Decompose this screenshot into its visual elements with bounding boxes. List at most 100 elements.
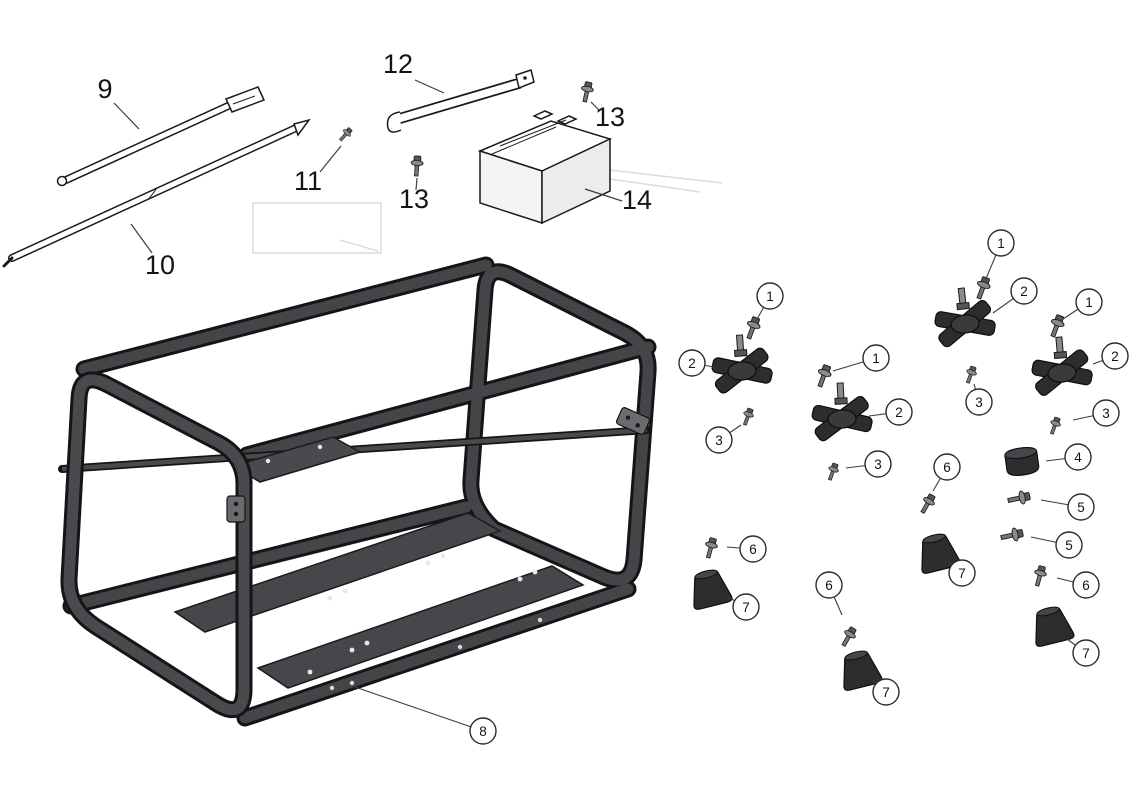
callout-3: 3 — [1072, 399, 1120, 427]
callout-circle — [862, 344, 890, 372]
callout-6: 6 — [815, 571, 843, 616]
rubber-foot-7 — [685, 565, 734, 611]
screw-6 — [1030, 564, 1049, 588]
callout-circle — [864, 450, 892, 478]
screw-5 — [999, 526, 1025, 545]
part-number-text: 13 — [595, 102, 625, 132]
callout-2: 2 — [992, 277, 1038, 314]
part-label-11: 11 — [294, 145, 342, 196]
flange-bolt-1 — [813, 362, 835, 390]
callout-circle — [469, 717, 497, 745]
flange-bolt-1 — [972, 274, 994, 302]
callout-circle — [1101, 342, 1129, 370]
bolt-3 — [1046, 415, 1063, 436]
callout-number: 7 — [742, 600, 750, 615]
callout-6: 6 — [726, 535, 767, 563]
mount-hardware — [685, 274, 1096, 692]
callout-number: 6 — [825, 578, 833, 593]
callout-number: 7 — [882, 685, 890, 700]
rubber-mount-2 — [708, 332, 776, 397]
callout-number: 2 — [1020, 284, 1028, 299]
callout-number: 3 — [715, 433, 723, 448]
part-number-text: 12 — [383, 49, 413, 79]
part-number-text: 11 — [294, 166, 322, 196]
callout-number: 1 — [997, 236, 1005, 251]
bolt-3 — [824, 461, 841, 482]
callout-number: 5 — [1077, 500, 1085, 515]
screw-6 — [837, 624, 860, 649]
flange-bolt-1 — [1046, 312, 1068, 340]
callout-circle — [1055, 531, 1083, 559]
callout-number: 6 — [749, 542, 757, 557]
callout-number: 6 — [1082, 578, 1090, 593]
battery-14 — [477, 110, 613, 225]
callout-number: 2 — [895, 405, 903, 420]
callout-7: 7 — [1066, 638, 1100, 667]
part-label-13: 13 — [399, 177, 429, 214]
rubber-cap-4 — [1003, 445, 1041, 478]
callout-circle — [933, 453, 961, 481]
callout-1: 1 — [832, 344, 890, 372]
callout-7: 7 — [948, 559, 976, 587]
rubber-mount-2 — [930, 284, 999, 351]
mounting-tab — [615, 407, 651, 435]
callout-circle — [1092, 399, 1120, 427]
callout-circle — [815, 571, 843, 599]
part-number-text: 10 — [145, 250, 175, 280]
rubber-foot-7 — [1027, 602, 1076, 648]
callout-number: 3 — [874, 457, 882, 472]
part-label-13: 13 — [590, 101, 625, 132]
callout-7: 7 — [727, 593, 760, 621]
callout-1: 1 — [755, 282, 784, 322]
screw-5 — [1006, 489, 1032, 508]
part-label-14: 14 — [584, 185, 652, 215]
bolt-3 — [739, 406, 756, 427]
callout-number: 3 — [975, 395, 983, 410]
screw-6 — [916, 491, 939, 516]
callout-number: 3 — [1102, 406, 1110, 421]
callout-5: 5 — [1030, 531, 1083, 559]
part-label-12: 12 — [383, 49, 445, 94]
frame-8 — [58, 265, 651, 718]
callout-number: 7 — [1082, 646, 1090, 661]
callout-3: 3 — [705, 424, 742, 454]
flange-bolt-1 — [742, 314, 764, 342]
screw-6 — [701, 536, 720, 560]
cable-tip — [293, 118, 311, 137]
base-plate-rear — [173, 512, 502, 633]
callout-circle — [948, 559, 976, 587]
callout-circle — [885, 398, 913, 426]
callout-circle — [965, 388, 993, 416]
callout-1: 1 — [984, 229, 1015, 282]
callout-number: 2 — [688, 356, 696, 371]
callout-number: 5 — [1065, 538, 1073, 553]
callout-3: 3 — [965, 383, 993, 416]
callout-circle — [678, 349, 706, 377]
callout-number: 7 — [958, 566, 966, 581]
battery-terminal — [532, 110, 554, 120]
screw-13-left — [409, 155, 425, 177]
callout-circle — [1072, 571, 1100, 599]
callout-2: 2 — [1092, 342, 1129, 370]
callout-number: 1 — [1085, 295, 1093, 310]
callout-circle — [1072, 639, 1100, 667]
callout-3: 3 — [845, 450, 892, 478]
strap-hook — [386, 111, 402, 133]
mounting-tab — [226, 495, 246, 523]
battery-cable-9 — [56, 86, 266, 187]
callout-number: 1 — [766, 289, 774, 304]
callout-circle — [1064, 443, 1092, 471]
part-label-10: 10 — [130, 223, 175, 280]
callout-2: 2 — [678, 349, 715, 377]
callout-number: 1 — [872, 351, 880, 366]
screw-13-right — [578, 80, 596, 104]
callout-circle — [739, 535, 767, 563]
callout-circle — [705, 426, 733, 454]
callout-circle — [1075, 288, 1103, 316]
rubber-mount-2 — [1027, 333, 1096, 399]
callout-circle — [756, 282, 784, 310]
base-plate-front — [256, 565, 585, 689]
